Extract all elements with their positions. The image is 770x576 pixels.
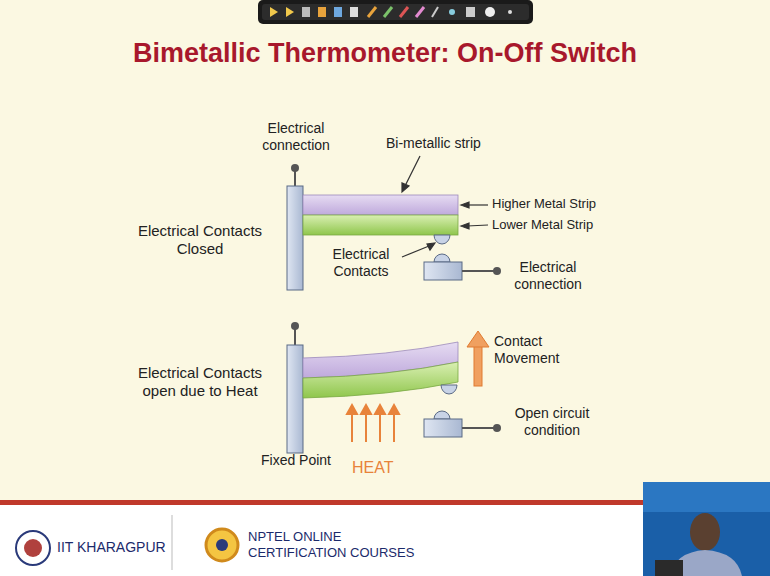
state-label: Open circuit condition [503, 405, 601, 439]
part-label: Electrical Contacts [320, 246, 402, 280]
open-switch [287, 322, 501, 453]
part-label: Higher Metal Strip [492, 196, 596, 212]
movement-label: Contact Movement [494, 333, 574, 367]
footer-text: NPTEL ONLINE CERTIFICATION COURSES [248, 529, 443, 561]
connection-label: Electrical connection [503, 259, 593, 293]
part-label: Bi-metallic strip [386, 135, 481, 152]
state-label: Electrical Contacts open due to Heat [125, 364, 275, 401]
leader-lines [402, 156, 488, 257]
part-label: Lower Metal Strip [492, 217, 593, 233]
footer-text: IIT KHARAGPUR [57, 539, 166, 556]
movement-arrow [467, 331, 489, 386]
heat-arrows [347, 405, 399, 442]
heat-label: HEAT [352, 458, 393, 478]
slide-title: Bimetallic Thermometer: On-Off Switch [0, 38, 770, 69]
part-label: Fixed Point [258, 452, 334, 469]
toolbar [258, 0, 533, 24]
presenter-video [643, 482, 770, 576]
state-label: Electrical Contacts Closed [125, 222, 275, 259]
connection-label: Electrical connection [255, 120, 337, 154]
closed-switch [287, 164, 501, 290]
